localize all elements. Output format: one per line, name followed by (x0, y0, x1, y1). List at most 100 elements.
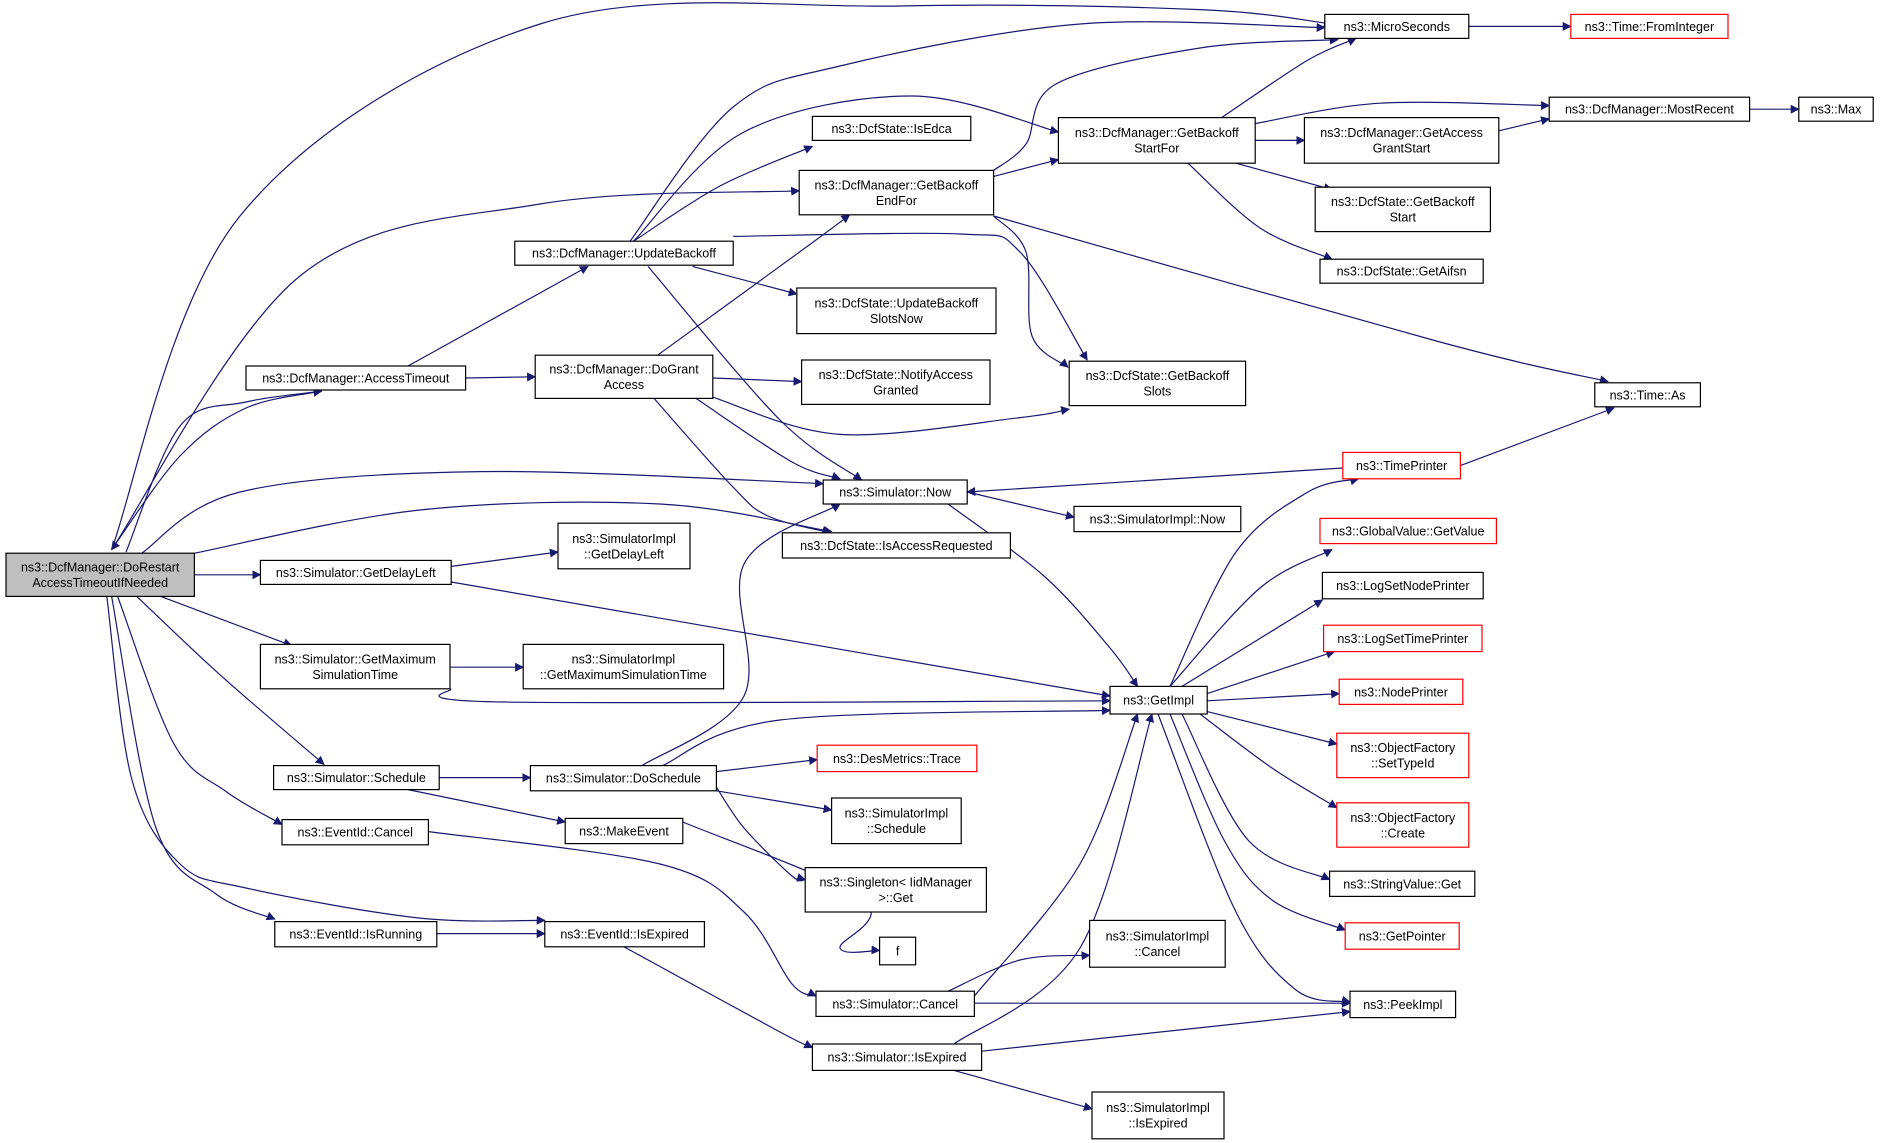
edge-path (160, 595, 293, 647)
node-implCancel[interactable]: ns3::SimulatorImpl::Cancel (1088, 919, 1226, 968)
node-logSetTimePrinter[interactable]: ns3::LogSetTimePrinter (1322, 624, 1483, 653)
node-label: ns3::DcfState::GetAifsn (1337, 265, 1467, 279)
node-implGetMaxSimTime[interactable]: ns3::SimulatorImpl::GetMaximumSimulation… (522, 643, 725, 690)
node-implSchedule[interactable]: ns3::SimulatorImpl::Schedule (830, 797, 962, 845)
node-timePrinter[interactable]: ns3::TimePrinter (1342, 451, 1462, 480)
edge-path (111, 186, 801, 550)
node-label: ns3::DcfState::GetBackoff (1331, 195, 1475, 209)
edge-doSchedule-to-getImpl (662, 706, 1111, 767)
edge-getImpl-to-peekImpl (1157, 713, 1351, 1005)
node-box (5, 552, 195, 598)
edge-path (712, 376, 803, 386)
node-label: ns3::DesMetrics::Trace (833, 752, 961, 766)
edge-eventIsExpired-to-simIsExpired (623, 946, 814, 1049)
node-getPointer[interactable]: ns3::GetPointer (1344, 922, 1460, 950)
edge-getBackoffStartFor-to-getAifsn (1187, 162, 1333, 261)
node-desTrace[interactable]: ns3::DesMetrics::Trace (816, 744, 978, 773)
edge-path (733, 232, 1088, 361)
edge-path (1207, 711, 1338, 747)
node-eventCancel[interactable]: ns3::EventId::Cancel (281, 818, 429, 846)
node-simIsExpired[interactable]: ns3::Simulator::IsExpired (811, 1043, 983, 1071)
node-getDelayLeft[interactable]: ns3::Simulator::GetDelayLeft (259, 559, 452, 586)
edge-path (451, 581, 1111, 700)
node-updateBackoff[interactable]: ns3::DcfManager::UpdateBackoff (514, 240, 734, 266)
edge-simIsExpired-to-implIsExpired (953, 1069, 1093, 1111)
node-box (1109, 685, 1208, 715)
node-eventIsExpired[interactable]: ns3::EventId::IsExpired (544, 920, 705, 948)
node-getMaxSimTime[interactable]: ns3::Simulator::GetMaximumSimulationTime (259, 643, 451, 690)
edge-path (1207, 689, 1341, 702)
node-label: SlotsNow (870, 312, 924, 326)
node-box (1068, 360, 1247, 407)
node-accessTimeout[interactable]: ns3::DcfManager::AccessTimeout (245, 365, 467, 391)
node-box (822, 479, 968, 505)
edge-schedule-to-makeEvent (407, 789, 567, 825)
node-isEdca[interactable]: ns3::DcfState::IsEdca (811, 115, 972, 142)
node-f[interactable]: f (878, 936, 917, 966)
edge-getImpl-to-getPointer (1169, 713, 1347, 932)
edge-path (125, 387, 323, 553)
node-schedule[interactable]: ns3::Simulator::Schedule (273, 764, 440, 791)
edge-path (194, 501, 833, 554)
node-implGetDelayLeft[interactable]: ns3::SimulatorImpl::GetDelayLeft (557, 522, 691, 570)
node-microSeconds[interactable]: ns3::MicroSeconds (1324, 13, 1470, 39)
edge-doRestart-to-simNow (141, 470, 825, 554)
node-label: ns3::Simulator::IsExpired (828, 1051, 967, 1065)
node-label: ns3::GetPointer (1359, 930, 1446, 944)
edge-doSchedule-to-desTrace (716, 756, 819, 773)
node-label: ns3::DcfManager::DoGrant (549, 363, 699, 377)
edge-path (451, 548, 559, 567)
node-box (522, 643, 725, 690)
node-logSetNodePrinter[interactable]: ns3::LogSetNodePrinter (1321, 571, 1484, 600)
node-fromInteger[interactable]: ns3::Time::FromInteger (1570, 13, 1729, 39)
edge-path (1169, 549, 1333, 687)
node-label: ns3::Singleton< IidManager (820, 876, 973, 890)
edge-getBackoffStartFor-to-microSeconds (1221, 37, 1357, 119)
edge-path (662, 706, 1111, 767)
node-setTypeId[interactable]: ns3::ObjectFactory::SetTypeId (1336, 732, 1470, 779)
node-label: ns3::DcfManager::DoRestart (21, 561, 180, 575)
node-simNow[interactable]: ns3::Simulator::Now (822, 479, 968, 505)
node-mostRecent[interactable]: ns3::DcfManager::MostRecent (1548, 96, 1751, 122)
edge-path (465, 372, 537, 382)
node-label: ns3::ObjectFactory (1350, 811, 1456, 825)
node-singletonGet[interactable]: ns3::Singleton< IidManager>::Get (804, 866, 988, 913)
node-doSchedule[interactable]: ns3::Simulator::DoSchedule (529, 764, 718, 792)
node-doRestart[interactable]: ns3::DcfManager::DoRestartAccessTimeoutI… (5, 552, 195, 598)
node-implNow[interactable]: ns3::SimulatorImpl::Now (1073, 505, 1242, 533)
node-isAccessRequested[interactable]: ns3::DcfState::IsAccessRequested (781, 532, 1012, 559)
edge-path (623, 946, 814, 1049)
node-label: ns3::SimulatorImpl (1106, 930, 1210, 944)
node-label: ns3::SimulatorImpl (572, 652, 676, 666)
node-stringValueGet[interactable]: ns3::StringValue::Get (1328, 870, 1476, 898)
node-label: ns3::DcfState::NotifyAccess (819, 368, 973, 382)
node-max[interactable]: ns3::Max (1798, 96, 1874, 122)
node-box (1336, 802, 1470, 848)
node-simCancel[interactable]: ns3::Simulator::Cancel (815, 990, 975, 1018)
node-nodePrinter[interactable]: ns3::NodePrinter (1338, 678, 1464, 706)
edge-path (111, 390, 322, 551)
node-timeAs[interactable]: ns3::Time::As (1594, 382, 1702, 408)
edge-updateBackoff-to-getBackoffStartFor (633, 95, 1060, 242)
node-box (811, 115, 972, 142)
node-box (534, 354, 714, 400)
node-factoryCreate[interactable]: ns3::ObjectFactory::Create (1336, 802, 1470, 848)
node-getAifsn[interactable]: ns3::DcfState::GetAifsn (1319, 258, 1484, 284)
edge-path (653, 398, 832, 536)
node-globalGetValue[interactable]: ns3::GlobalValue::GetValue (1319, 517, 1497, 545)
node-peekImpl[interactable]: ns3::PeekImpl (1349, 990, 1457, 1019)
node-label: ns3::LogSetTimePrinter (1337, 632, 1468, 646)
node-makeEvent[interactable]: ns3::MakeEvent (564, 817, 684, 845)
node-implIsExpired[interactable]: ns3::SimulatorImpl::IsExpired (1091, 1091, 1225, 1140)
node-isRunning[interactable]: ns3::EventId::IsRunning (274, 920, 438, 948)
node-label: ns3::DcfState::GetBackoff (1086, 369, 1230, 383)
node-getImpl[interactable]: ns3::GetImpl (1109, 685, 1208, 715)
